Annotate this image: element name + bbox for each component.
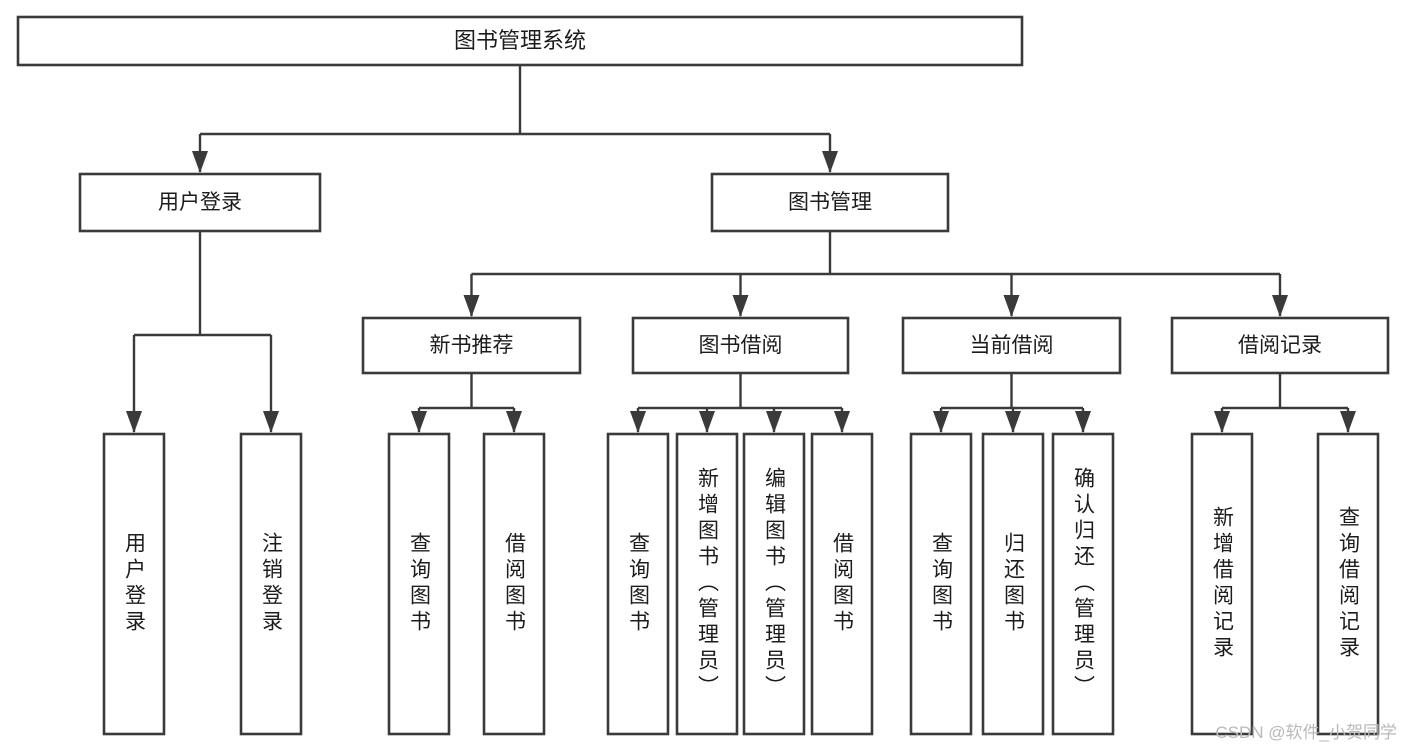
node-leaf-query-book-1[interactable] — [387, 432, 451, 736]
node-leaf-return-book[interactable] — [981, 432, 1045, 736]
node-book-management-rect — [710, 172, 950, 233]
node-leaf-user-login[interactable] — [102, 432, 166, 736]
node-new-book-recommend-rect — [361, 316, 582, 375]
connectors-layer — [126, 65, 1356, 433]
node-root[interactable]: 图书管理系统 — [16, 15, 1024, 67]
arrow-to-book-management — [822, 151, 838, 173]
node-current-borrow-label: 当前借阅 — [970, 334, 1054, 357]
node-leaf-borrow-book-1[interactable] — [482, 432, 546, 736]
arrow-to-leaf-query-book-2 — [630, 411, 646, 433]
node-leaf-query-book-3-rect — [909, 432, 973, 736]
arrow-to-book-borrow — [732, 295, 749, 317]
node-borrow-record-rect — [1170, 316, 1390, 375]
node-leaf-edit-book-rect — [742, 432, 806, 736]
arrow-to-borrow-record — [1272, 295, 1288, 317]
node-borrow-record-label: 借阅记录 — [1238, 334, 1322, 357]
node-leaf-add-book[interactable] — [675, 432, 739, 736]
node-new-book-recommend[interactable]: 新书推荐 — [361, 316, 582, 375]
node-leaf-logout-login-rect — [239, 432, 303, 736]
node-book-borrow-label: 图书借阅 — [699, 334, 783, 357]
arrow-to-leaf-user-login — [126, 411, 142, 433]
watermark: CSDN @软件_小贺同学 — [1215, 723, 1397, 742]
node-leaf-query-book-2-rect — [606, 432, 670, 736]
arrow-to-leaf-borrow-book-1 — [506, 411, 522, 433]
node-leaf-query-book-3[interactable] — [909, 432, 973, 736]
node-leaf-logout-login[interactable] — [239, 432, 303, 736]
arrow-to-leaf-edit-book — [766, 411, 782, 433]
arrow-to-user-login — [192, 151, 208, 173]
arrow-to-leaf-logout-login — [263, 411, 279, 433]
node-leaf-return-book-rect — [981, 432, 1045, 736]
arrow-to-leaf-add-record — [1214, 411, 1230, 433]
node-leaf-borrow-book-2[interactable] — [810, 432, 874, 736]
arrow-to-leaf-query-book-1 — [411, 411, 427, 433]
node-book-management-label: 图书管理 — [788, 191, 872, 214]
node-book-management[interactable]: 图书管理 — [710, 172, 950, 233]
node-current-borrow-rect — [901, 316, 1122, 375]
arrow-to-leaf-borrow-book-2 — [834, 411, 850, 433]
node-borrow-record[interactable]: 借阅记录 — [1170, 316, 1390, 375]
node-current-borrow[interactable]: 当前借阅 — [901, 316, 1122, 375]
arrow-to-new-book-recommend — [463, 295, 480, 317]
node-book-borrow-rect — [631, 316, 850, 375]
node-user-login[interactable]: 用户登录 — [78, 172, 322, 233]
node-root-label: 图书管理系统 — [454, 28, 586, 53]
node-leaf-confirm-return-rect — [1051, 432, 1115, 736]
node-leaf-add-record[interactable] — [1190, 432, 1254, 736]
node-new-book-recommend-label: 新书推荐 — [430, 334, 514, 357]
arrow-to-leaf-return-book — [1005, 411, 1021, 433]
node-leaf-borrow-book-2-rect — [810, 432, 874, 736]
node-user-login-rect — [78, 172, 322, 233]
arrow-to-leaf-add-book — [699, 411, 715, 433]
node-leaf-borrow-book-1-rect — [482, 432, 546, 736]
node-leaf-edit-book[interactable] — [742, 432, 806, 736]
node-book-borrow[interactable]: 图书借阅 — [631, 316, 850, 375]
arrow-to-leaf-query-record — [1340, 411, 1356, 433]
node-leaf-query-record[interactable] — [1316, 432, 1380, 736]
node-leaf-query-book-2[interactable] — [606, 432, 670, 736]
node-leaf-query-record-rect — [1316, 432, 1380, 736]
node-user-login-label: 用户登录 — [158, 191, 242, 214]
node-leaf-query-book-1-rect — [387, 432, 451, 736]
arrow-to-leaf-confirm-return — [1075, 411, 1091, 433]
node-leaf-add-record-rect — [1190, 432, 1254, 736]
arrow-to-leaf-query-book-3 — [933, 411, 949, 433]
node-leaf-user-login-rect — [102, 432, 166, 736]
node-leaf-add-book-rect — [675, 432, 739, 736]
node-root-rect — [16, 15, 1024, 67]
node-leaf-confirm-return[interactable] — [1051, 432, 1115, 736]
arrow-to-current-borrow — [1003, 295, 1020, 317]
